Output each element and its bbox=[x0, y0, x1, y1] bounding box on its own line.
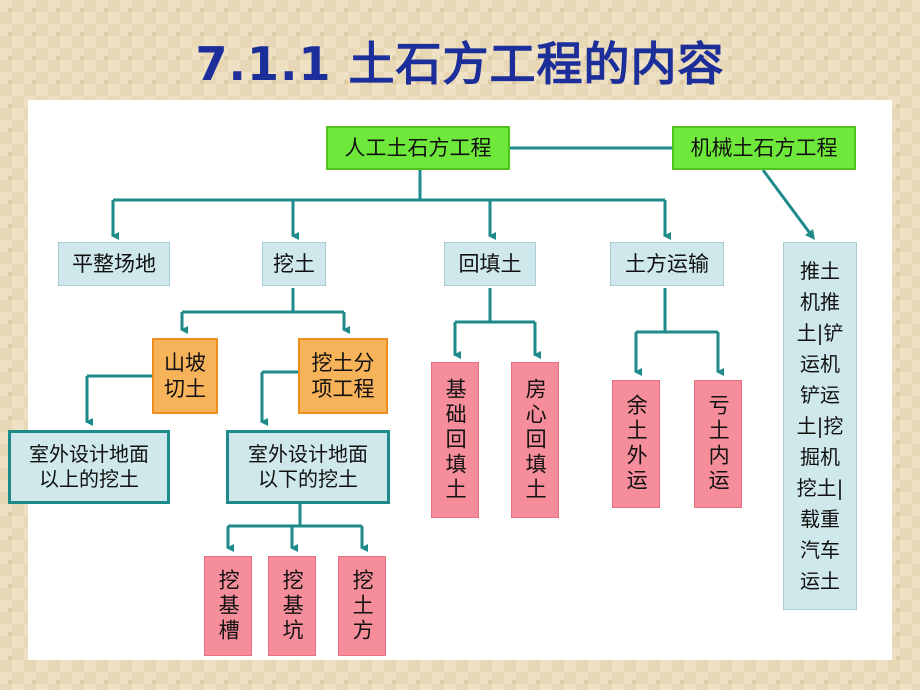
machine-earthwork-node: 机械土石方工程 bbox=[672, 126, 856, 170]
earthwork-excavation-node: 挖土方 bbox=[338, 556, 386, 656]
room-core-backfill-node: 房心回填土 bbox=[511, 362, 559, 518]
above-grade-excavation-node: 室外设计地面以上的挖土 bbox=[8, 430, 170, 504]
backfill-node: 回填土 bbox=[444, 242, 536, 286]
deficit-soil-in-node: 亏土内运 bbox=[694, 380, 742, 508]
machine-methods-node: 推土机推土|铲运机铲运土|挖掘机挖土|载重汽车运土 bbox=[783, 242, 857, 610]
earth-transport-node: 土方运输 bbox=[610, 242, 724, 286]
excavation-subitem-node: 挖土分项工程 bbox=[298, 338, 388, 414]
pit-excavation-node: 挖基坑 bbox=[268, 556, 316, 656]
below-grade-excavation-node: 室外设计地面以下的挖土 bbox=[226, 430, 390, 504]
excavation-node: 挖土 bbox=[262, 242, 326, 286]
surplus-soil-out-node: 余土外运 bbox=[612, 380, 660, 508]
slide-title: 7.1.1 土石方工程的内容 bbox=[195, 37, 725, 91]
foundation-backfill-node: 基础回填土 bbox=[431, 362, 479, 518]
manual-earthwork-node: 人工土石方工程 bbox=[326, 126, 510, 170]
trench-excavation-node: 挖基槽 bbox=[204, 556, 252, 656]
slope-cut-node: 山坡切土 bbox=[152, 338, 218, 414]
site-leveling-node: 平整场地 bbox=[58, 242, 170, 286]
